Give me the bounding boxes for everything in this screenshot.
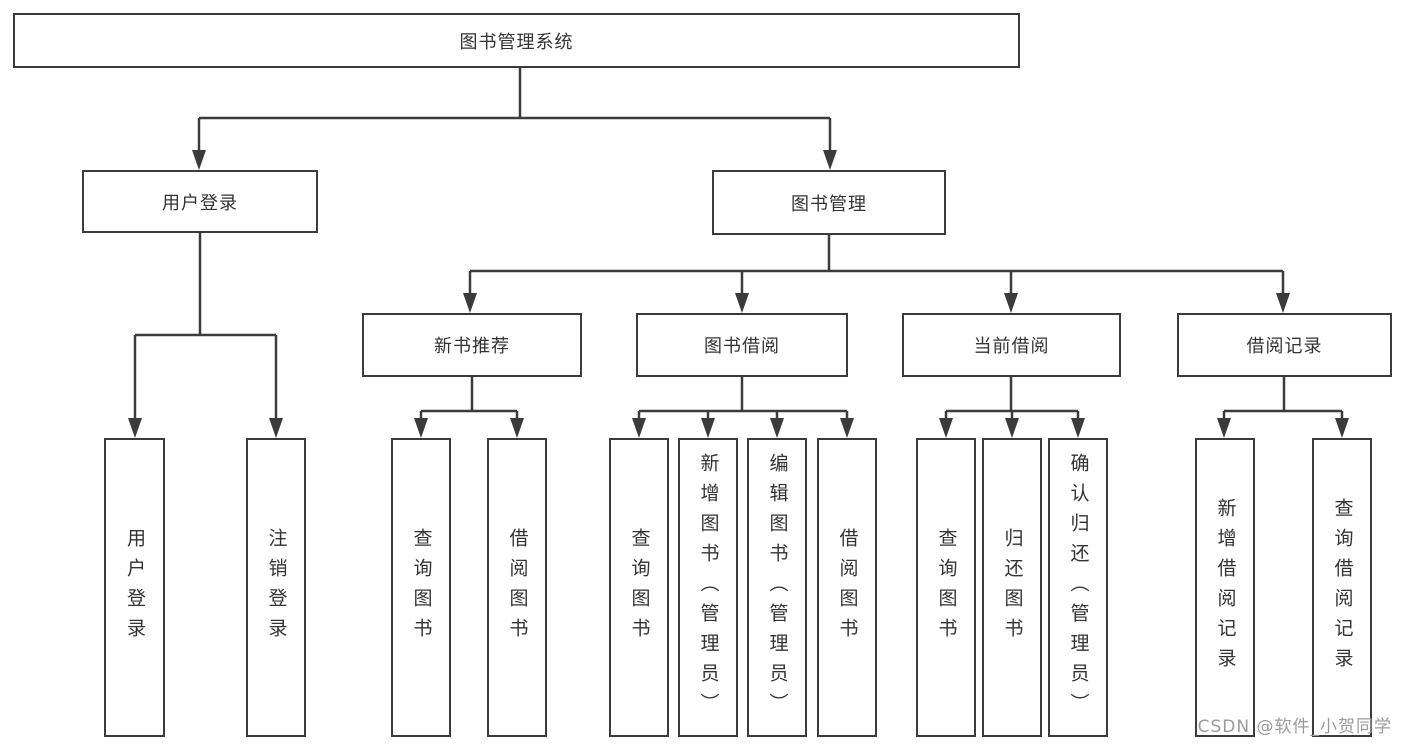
node-book-management: 图书管理 bbox=[712, 170, 946, 235]
leaf-label: 借阅图书 bbox=[506, 527, 529, 648]
leaf-newbook-query-books: 查询图书 bbox=[391, 438, 451, 737]
node-label: 新书推荐 bbox=[434, 336, 510, 357]
node-label: 当前借阅 bbox=[973, 336, 1050, 357]
leaf-label: 归还图书 bbox=[1001, 527, 1024, 648]
arrowheads bbox=[128, 150, 1349, 438]
leaf-current-query-books: 查询图书 bbox=[916, 438, 976, 737]
node-label: 借阅记录 bbox=[1246, 336, 1323, 357]
leaf-logout: 注销登录 bbox=[246, 438, 306, 737]
leaf-record-add-borrow-record: 新增借阅记录 bbox=[1195, 438, 1255, 737]
node-label: 图书管理 bbox=[791, 193, 867, 215]
connector-paths bbox=[133, 68, 1344, 421]
node-user-login: 用户登录 bbox=[82, 170, 318, 233]
node-new-book-recommend: 新书推荐 bbox=[362, 313, 582, 377]
leaf-label: 新增借阅记录 bbox=[1214, 497, 1237, 678]
node-book-borrowing: 图书借阅 bbox=[636, 313, 848, 377]
leaf-newbook-borrow-books: 借阅图书 bbox=[487, 438, 547, 737]
csdn-watermark: CSDN @软件_小贺同学 bbox=[1197, 717, 1392, 737]
leaf-borrow-edit-books-admin: 编辑图书（管理员） bbox=[747, 438, 807, 737]
node-label: 图书借阅 bbox=[704, 336, 780, 357]
leaf-record-query-borrow-record: 查询借阅记录 bbox=[1312, 438, 1372, 737]
leaf-label: 用户登录 bbox=[124, 527, 146, 648]
node-library-system: 图书管理系统 bbox=[13, 13, 1020, 68]
leaf-borrow-add-books-admin: 新增图书（管理员） bbox=[678, 438, 738, 737]
node-label: 图书管理系统 bbox=[459, 31, 574, 53]
leaf-label: 查询图书 bbox=[628, 527, 651, 648]
leaf-label: 注销登录 bbox=[265, 527, 288, 648]
leaf-borrow-query-books: 查询图书 bbox=[609, 438, 669, 737]
leaf-label: 查询图书 bbox=[410, 527, 433, 648]
leaf-label: 借阅图书 bbox=[836, 527, 859, 648]
leaf-label: 查询借阅记录 bbox=[1331, 497, 1354, 678]
leaf-label: 查询图书 bbox=[935, 527, 958, 648]
node-current-borrowing: 当前借阅 bbox=[902, 313, 1121, 377]
leaf-label: 确认归还（管理员） bbox=[1067, 452, 1090, 723]
node-borrowing-records: 借阅记录 bbox=[1177, 313, 1392, 377]
node-label: 用户登录 bbox=[162, 192, 238, 214]
leaf-user-login: 用户登录 bbox=[104, 438, 165, 737]
leaf-current-confirm-return-admin: 确认归还（管理员） bbox=[1048, 438, 1108, 737]
leaf-label: 编辑图书（管理员） bbox=[766, 452, 789, 723]
leaf-label: 新增图书（管理员） bbox=[697, 452, 720, 723]
leaf-current-return-books: 归还图书 bbox=[982, 438, 1042, 737]
leaf-borrow-borrow-books: 借阅图书 bbox=[817, 438, 877, 737]
